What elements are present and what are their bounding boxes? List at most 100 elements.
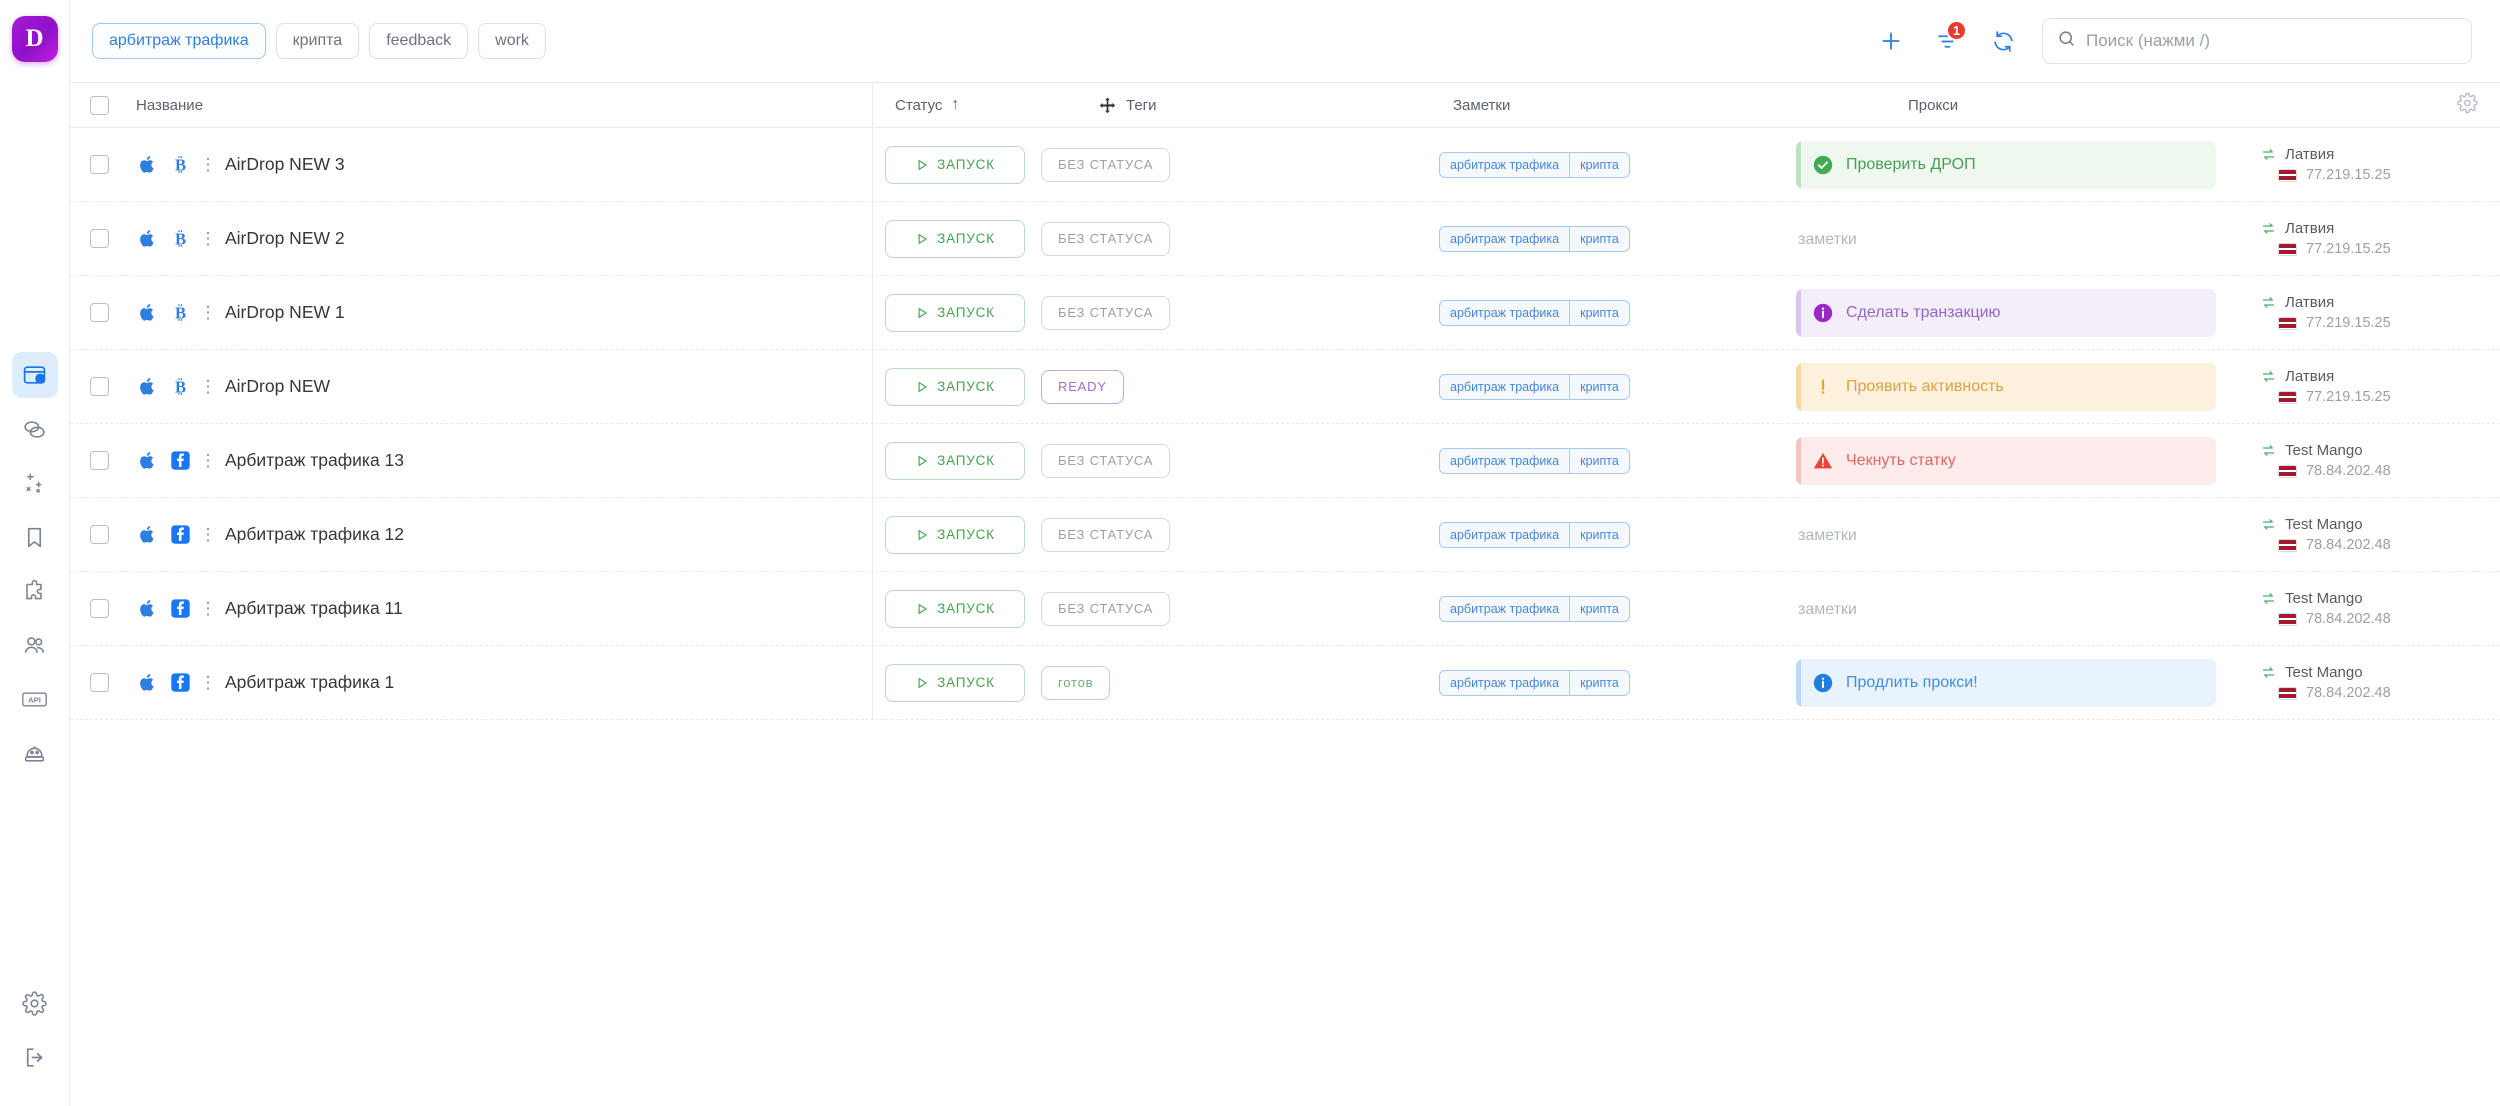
row-checkbox[interactable] (89, 377, 109, 396)
row-checkbox[interactable] (89, 229, 109, 248)
tag-chip[interactable]: крипта (1570, 225, 1630, 252)
column-header-status[interactable]: Статус ↑ (873, 83, 1078, 127)
note-placeholder[interactable]: заметки (1798, 526, 1857, 544)
note-card[interactable]: Продлить прокси! (1796, 658, 2216, 707)
tag-chip[interactable]: крипта (1570, 373, 1630, 400)
column-header-name[interactable]: Название (128, 83, 873, 127)
tag-chip[interactable]: крипта (1570, 595, 1630, 622)
tag-chip[interactable]: крипта (1570, 669, 1630, 696)
tag-chip[interactable]: арбитраж трафика (1439, 151, 1571, 178)
status-badge[interactable]: READY (1041, 369, 1124, 404)
row-checkbox[interactable] (89, 451, 109, 470)
sidebar-item-settings[interactable] (12, 980, 58, 1026)
row-checkbox[interactable] (89, 673, 109, 692)
tag-chip[interactable]: крипта (1570, 299, 1630, 326)
sidebar-item-proxies[interactable] (12, 406, 58, 452)
run-button[interactable]: ЗАПУСК (885, 441, 1025, 480)
status-badge[interactable]: БЕЗ СТАТУСА (1041, 147, 1171, 182)
status-badge[interactable]: БЕЗ СТАТУСА (1041, 517, 1171, 552)
sidebar-item-profiles[interactable] (11, 352, 58, 398)
apple-icon (136, 672, 158, 694)
add-profile-button[interactable] (1874, 24, 1908, 58)
row-checkbox[interactable] (89, 303, 109, 322)
note-placeholder[interactable]: заметки (1798, 230, 1857, 248)
row-checkbox[interactable] (89, 525, 109, 544)
sidebar-item-automation[interactable] (12, 460, 58, 506)
search-box[interactable] (2042, 18, 2472, 64)
note-card[interactable]: Проявить активность (1796, 362, 2216, 411)
tag-chip[interactable]: арбитраж трафика (1439, 595, 1571, 622)
sidebar-item-logout[interactable] (12, 1034, 58, 1080)
note-placeholder[interactable]: заметки (1798, 600, 1857, 618)
tag-chip[interactable]: арбитраж трафика (1439, 521, 1571, 548)
sidebar-item-bookmarks[interactable] (12, 514, 58, 560)
run-button[interactable]: ЗАПУСК (885, 589, 1025, 628)
tag-chip[interactable]: арбитраж трафика (1439, 447, 1571, 474)
flag-latvia-icon (2278, 538, 2297, 552)
sidebar-item-extensions[interactable] (12, 568, 58, 614)
status-badge[interactable]: БЕЗ СТАТУСА (1041, 591, 1171, 626)
run-button[interactable]: ЗАПУСК (885, 663, 1025, 702)
run-button[interactable]: ЗАПУСК (885, 145, 1025, 184)
tag-chip[interactable]: work (478, 23, 546, 59)
run-button[interactable]: ЗАПУСК (885, 293, 1025, 332)
table-settings-gear-icon[interactable] (2457, 92, 2478, 118)
row-checkbox[interactable] (89, 599, 109, 618)
note-card[interactable]: Проверить ДРОП (1796, 140, 2216, 189)
tag-chip[interactable]: арбитраж трафика (1439, 373, 1571, 400)
move-handle-icon[interactable] (1098, 96, 1117, 115)
note-card[interactable]: Чекнуть статку (1796, 436, 2216, 485)
play-icon (915, 528, 929, 542)
proxy-swap-icon (2261, 443, 2276, 458)
tag-chip[interactable]: крипта (1570, 447, 1630, 474)
status-badge[interactable]: БЕЗ СТАТУСА (1041, 221, 1171, 256)
refresh-button[interactable] (1986, 24, 2020, 58)
profile-name: Арбитраж трафика 12 (225, 524, 405, 544)
tag-chip[interactable]: feedback (369, 23, 469, 59)
tag-chip[interactable]: крипта (1570, 521, 1630, 548)
tag-chip[interactable]: арбитраж трафика (1439, 669, 1571, 696)
column-header-tags[interactable]: Теги (1078, 83, 1433, 127)
run-button[interactable]: ЗАПУСК (885, 219, 1025, 258)
app-logo[interactable]: D (11, 16, 58, 62)
status-badge[interactable]: готов (1041, 665, 1111, 700)
sidebar-item-api[interactable]: API (12, 676, 58, 722)
sidebar-item-bot[interactable] (12, 730, 58, 776)
status-badge[interactable]: БЕЗ СТАТУСА (1041, 443, 1171, 478)
tag-chip[interactable]: арбитраж трафика (1439, 225, 1571, 252)
run-button[interactable]: ЗАПУСК (885, 367, 1025, 406)
status-badge[interactable]: БЕЗ СТАТУСА (1041, 295, 1171, 330)
column-header-proxy[interactable]: Прокси (1888, 83, 2500, 127)
select-all-checkbox[interactable] (89, 95, 109, 115)
tag-chip[interactable]: крипта (275, 23, 360, 59)
row-checkbox[interactable] (89, 155, 109, 174)
sidebar-item-team[interactable] (12, 622, 58, 668)
column-header-notes[interactable]: Заметки (1433, 83, 1888, 127)
tag-chip[interactable]: арбитраж трафика (1439, 299, 1571, 326)
run-button[interactable]: ЗАПУСК (885, 515, 1025, 554)
exclamation-icon (1812, 376, 1834, 398)
flag-latvia-icon (2278, 316, 2297, 330)
tag-chip[interactable]: крипта (1570, 151, 1630, 178)
search-input[interactable] (2086, 31, 2457, 51)
filter-button[interactable]: 1 (1930, 20, 1967, 58)
sort-ascending-icon[interactable]: ↑ (951, 96, 960, 113)
note-card[interactable]: Сделать транзакцию (1796, 288, 2216, 337)
tag-chip[interactable]: арбитраж трафика (92, 23, 266, 59)
